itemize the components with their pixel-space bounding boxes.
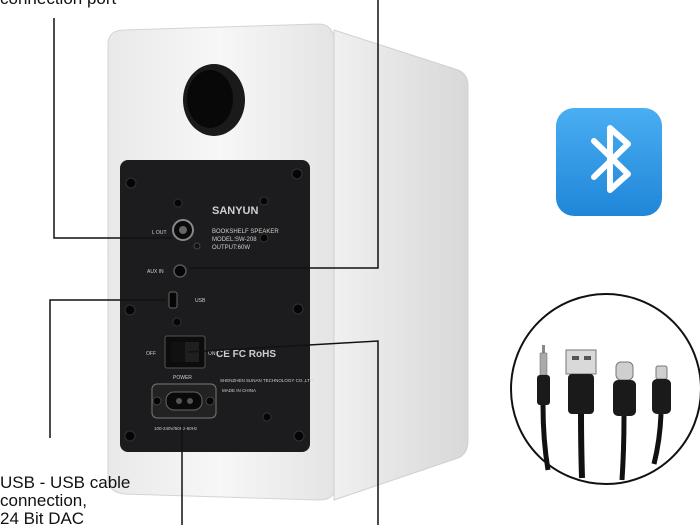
screw	[262, 412, 272, 422]
aux-jack-cable	[537, 345, 551, 471]
line-out-label: L OUT	[152, 230, 167, 236]
screw	[172, 317, 182, 327]
screw	[293, 430, 305, 442]
screw	[124, 430, 136, 442]
screw	[173, 198, 183, 208]
off-label: OFF	[146, 351, 156, 357]
power-label: POWER	[173, 375, 192, 381]
micro-usb-cable	[651, 365, 671, 465]
voltage-text: 100-240V/50Hz-60Hz	[154, 426, 198, 431]
brand-text: SANYUN	[212, 205, 259, 217]
screw	[291, 168, 303, 180]
usb-a-cable	[565, 349, 597, 479]
usb-label: USB	[195, 298, 206, 304]
callout-usb-cable: USB - USB cable connection, 24 Bit DAC	[0, 474, 180, 528]
cert-logos: CE FC RoHS	[216, 349, 276, 360]
bluetooth-icon	[556, 108, 662, 216]
back-panel: SANYUN BOOKSHELF SPEAKER MODEL:SW-208 OU…	[120, 160, 314, 452]
usb-callout-line: connection,	[0, 491, 87, 510]
maker-text: SHENZHEN SUNAN TECHNOLOGY CO.,LTD	[220, 378, 314, 383]
usb-callout-line: 24 Bit DAC	[0, 509, 85, 528]
model-line: OUTPUT:60W	[212, 245, 250, 251]
usb-port	[168, 291, 178, 309]
aux-in-jack	[173, 264, 187, 278]
screw	[292, 303, 304, 315]
callout-connection-port: connection port	[0, 0, 116, 9]
aux-label: AUX IN	[147, 269, 164, 275]
screw	[125, 177, 137, 189]
screw	[259, 233, 269, 243]
usb-callout-line: USB - USB cable	[0, 473, 131, 492]
on-label: ON	[208, 351, 216, 357]
cable-set-icon	[510, 293, 700, 485]
model-line: MODEL:SW-208	[212, 237, 257, 243]
model-line: BOOKSHELF SPEAKER	[212, 229, 279, 235]
made-in-text: MADE IN CHINA	[222, 388, 256, 393]
usb-c-cable	[613, 361, 636, 481]
callout-lines	[49, 0, 379, 525]
screw	[259, 196, 269, 206]
screw	[124, 304, 136, 316]
